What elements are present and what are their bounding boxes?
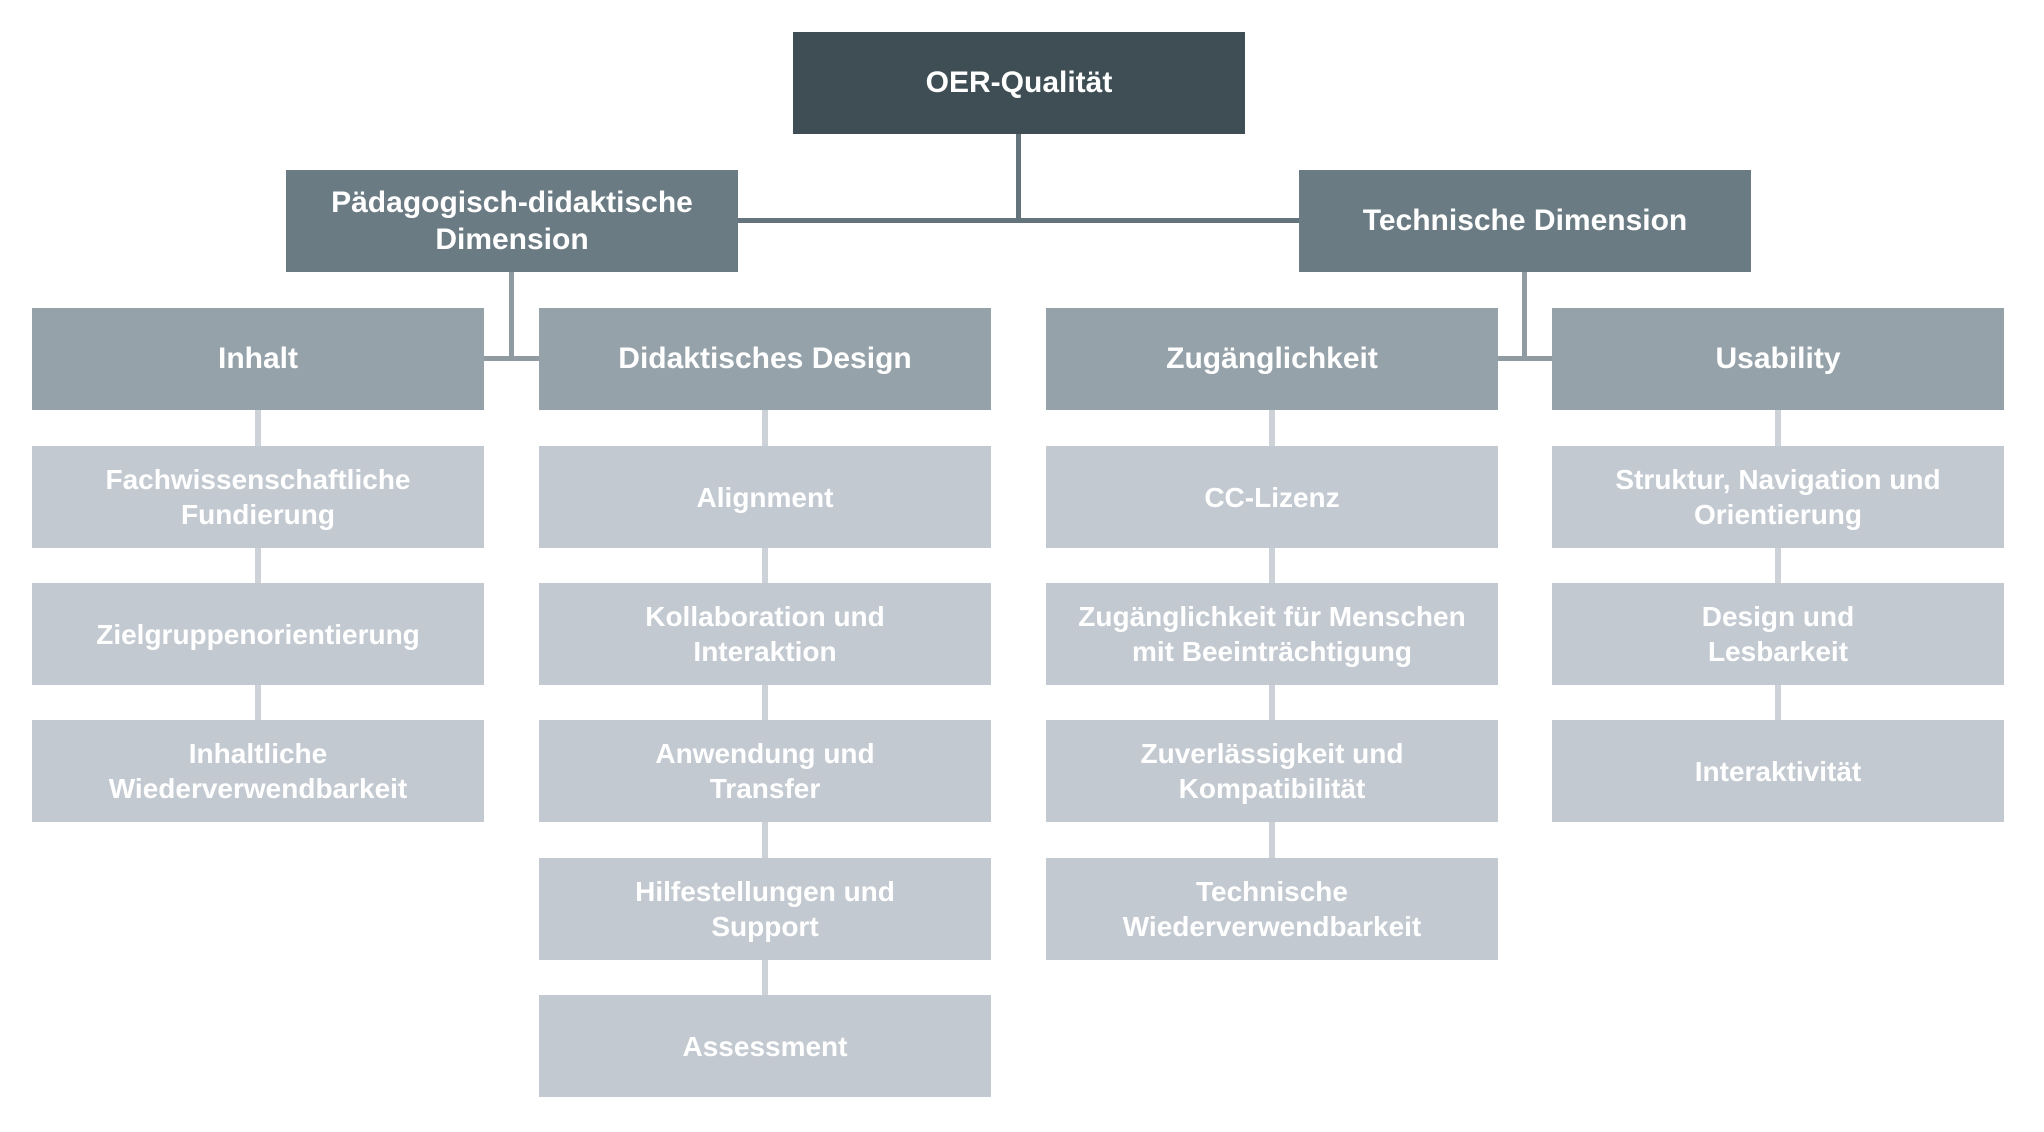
connector-col4-stub — [1775, 548, 1781, 583]
node-struktur-navigation-orientierung: Struktur, Navigation und Orientierung — [1552, 446, 2004, 548]
node-anwendung-und-transfer: Anwendung und Transfer — [539, 720, 991, 822]
connector-col4-stub — [1775, 410, 1781, 446]
root-box-oer-qualitaet: OER-Qualität — [793, 32, 1245, 134]
connector-col2-stub — [762, 410, 768, 446]
connector-col2-stub — [762, 548, 768, 583]
connector-col3-stub — [1269, 822, 1275, 858]
node-interaktivitaet: Interaktivität — [1552, 720, 2004, 822]
dimension-box-paedagogisch-didaktisch: Pädagogisch-didaktische Dimension — [286, 170, 738, 272]
node-technische-wiederverwendbarkeit: Technische Wiederverwendbarkeit — [1046, 858, 1498, 960]
node-alignment: Alignment — [539, 446, 991, 548]
connector-technisch-vertical — [1522, 272, 1527, 361]
connector-col2-stub — [762, 822, 768, 858]
connector-col3-stub — [1269, 685, 1275, 720]
connector-col3-stub — [1269, 410, 1275, 446]
column-header-inhalt: Inhalt — [32, 308, 484, 410]
column-header-didaktisches-design: Didaktisches Design — [539, 308, 991, 410]
node-zielgruppenorientierung: Zielgruppenorientierung — [32, 583, 484, 685]
node-design-und-lesbarkeit: Design und Lesbarkeit — [1552, 583, 2004, 685]
connector-technisch-horizontal — [1498, 356, 1552, 361]
node-zuverlaessigkeit-und-kompatibilitaet: Zuverlässigkeit und Kompatibilität — [1046, 720, 1498, 822]
node-inhaltliche-wiederverwendbarkeit: Inhaltliche Wiederverwendbarkeit — [32, 720, 484, 822]
connector-col3-stub — [1269, 548, 1275, 583]
node-zugaenglichkeit-fuer-menschen: Zugänglichkeit für Menschen mit Beeinträ… — [1046, 583, 1498, 685]
column-header-usability: Usability — [1552, 308, 2004, 410]
connector-col4-stub — [1775, 685, 1781, 720]
node-hilfestellungen-und-support: Hilfestellungen und Support — [539, 858, 991, 960]
connector-col1-stub — [255, 548, 261, 583]
connector-root-vertical — [1016, 134, 1021, 223]
node-kollaboration-und-interaktion: Kollaboration und Interaktion — [539, 583, 991, 685]
node-fachwissenschaftliche-fundierung: Fachwissenschaftliche Fundierung — [32, 446, 484, 548]
connector-col1-stub — [255, 685, 261, 720]
dimension-box-technisch: Technische Dimension — [1299, 170, 1751, 272]
connector-paedagogisch-horizontal — [484, 356, 539, 361]
column-header-zugaenglichkeit: Zugänglichkeit — [1046, 308, 1498, 410]
connector-col2-stub — [762, 960, 768, 995]
node-cc-lizenz: CC-Lizenz — [1046, 446, 1498, 548]
connector-col1-stub — [255, 410, 261, 446]
connector-dimensions-horizontal — [738, 218, 1299, 223]
connector-col2-stub — [762, 685, 768, 720]
connector-paedagogisch-vertical — [509, 272, 514, 361]
node-assessment: Assessment — [539, 995, 991, 1097]
